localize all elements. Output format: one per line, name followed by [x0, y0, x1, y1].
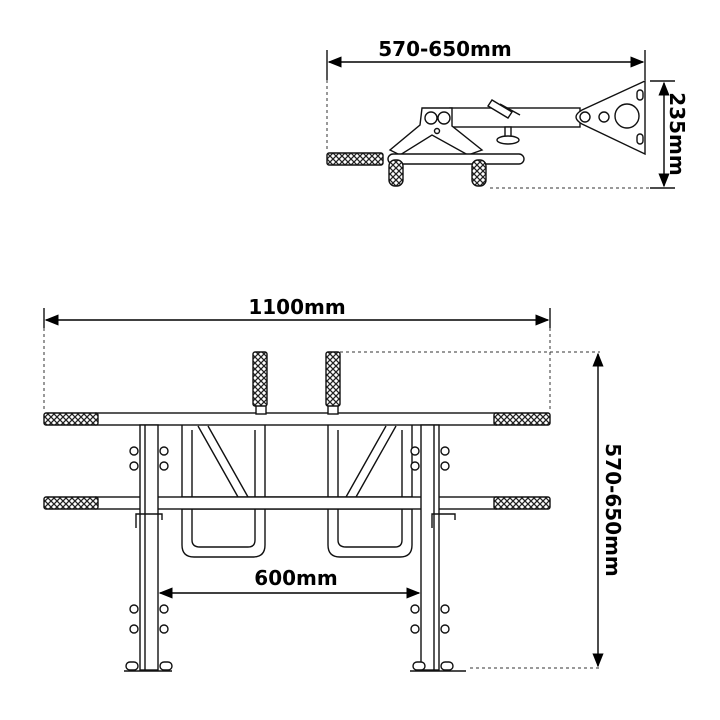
side-grip	[326, 152, 384, 166]
front-view: 1100mm 570-650mm	[43, 295, 625, 672]
wall-plate	[575, 79, 646, 156]
grip-lower-left	[43, 496, 99, 510]
front-height-label: 570-650mm	[601, 443, 625, 576]
side-width-label: 570-650mm	[378, 37, 511, 61]
top-bar	[95, 412, 497, 426]
right-post	[410, 424, 466, 672]
post-spacing-label: 600mm	[254, 566, 337, 590]
grip-vertical-right	[325, 351, 341, 407]
right-frame-loop	[327, 425, 413, 558]
grip-top-left	[43, 412, 99, 426]
left-post	[124, 424, 173, 672]
left-frame-loop	[181, 425, 266, 558]
side-arm-tube	[449, 107, 581, 128]
grip-vertical-left	[252, 351, 268, 407]
side-view: 570-650mm 235mm	[326, 37, 689, 189]
grip-lower-right	[493, 496, 551, 510]
side-height-label: 235mm	[665, 92, 689, 175]
grip-top-right	[493, 412, 551, 426]
front-width-label: 1100mm	[248, 295, 345, 319]
